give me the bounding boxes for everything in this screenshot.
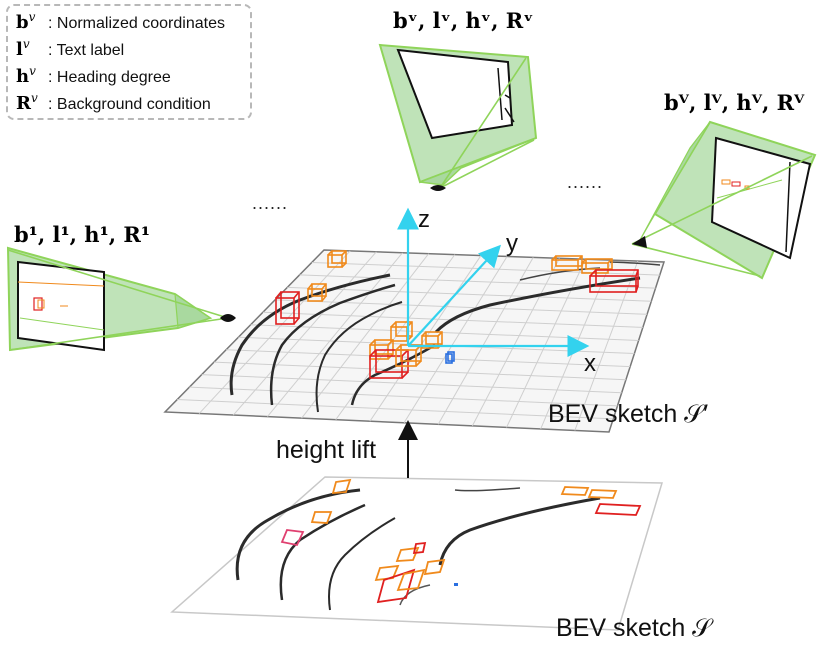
legend-item-heading: hv : Heading degree	[16, 64, 171, 87]
left-view-label: b¹, l¹, h¹, R¹	[14, 222, 151, 247]
road-edge	[399, 584, 431, 606]
bev-boxes-3d	[275, 250, 639, 379]
grid-line	[471, 258, 560, 427]
box-orange	[331, 478, 352, 494]
road-edge	[438, 496, 601, 566]
camera-view-left	[6, 246, 236, 352]
road-edge	[315, 301, 403, 413]
road-edge	[434, 276, 641, 334]
road-edge	[229, 273, 391, 396]
box-3d-orange	[551, 255, 583, 271]
top-view-label: bᵛ, lᵛ, hᵛ, Rᵛ	[393, 8, 534, 33]
grid-line	[226, 349, 631, 368]
legend-item-background: Rv : Background condition	[16, 91, 211, 114]
grid-line	[267, 252, 403, 417]
box-red	[280, 529, 305, 547]
box-orange	[374, 564, 400, 582]
height-lift-label: height lift	[276, 436, 377, 464]
road-edge	[454, 487, 521, 492]
box-3d-blue	[445, 351, 455, 364]
legend: bv : Normalized coordinates lv : Text la…	[6, 4, 252, 120]
bev-sketch-upper-label: BEV sketch 𝒮′	[548, 400, 709, 428]
grid-line	[232, 251, 377, 416]
legend-symbol: lv	[16, 37, 30, 60]
grid-line	[506, 259, 586, 428]
camera-eye-icon	[430, 185, 446, 191]
box-3d-orange	[581, 258, 613, 274]
bev-sketch-lower-label: BEV sketch 𝒮	[556, 614, 712, 642]
legend-symbol: hv	[16, 64, 36, 87]
y-axis-label: y	[506, 230, 518, 257]
ellipsis-left: ......	[252, 193, 289, 213]
box-3d-red	[589, 269, 639, 293]
box-orange	[396, 568, 426, 592]
legend-text: : Normalized coordinates	[48, 15, 225, 32]
legend-text: : Heading degree	[48, 69, 171, 86]
camera-eye-icon	[632, 236, 647, 248]
camera-view-right	[631, 120, 817, 280]
grid-line	[189, 386, 618, 407]
ellipsis-right: ......	[567, 172, 604, 192]
legend-item-text-label: lv : Text label	[16, 37, 125, 60]
bev-sketch-lower	[170, 476, 664, 631]
box-blue	[454, 583, 458, 586]
grid-line	[177, 399, 614, 420]
box-3d-orange	[307, 283, 327, 302]
camera-eye-icon	[220, 314, 236, 322]
camera-view-top	[378, 43, 538, 191]
box-3d-orange	[421, 331, 443, 349]
box-red	[594, 503, 642, 516]
x-axis-label: x	[584, 350, 596, 377]
box-orange	[560, 486, 590, 496]
box-red	[412, 541, 427, 555]
y-axis	[407, 244, 501, 347]
box-3d-orange	[327, 250, 347, 268]
grid-line	[213, 361, 626, 381]
grid-line	[275, 299, 648, 315]
road-edge	[269, 283, 396, 406]
bev-sketch-upper	[163, 249, 666, 433]
legend-text: : Background condition	[48, 96, 211, 113]
road-edge	[328, 517, 396, 611]
box-orange	[423, 558, 446, 576]
road-edge	[235, 488, 361, 581]
grid-line	[574, 260, 639, 431]
z-axis-label: z	[418, 206, 430, 233]
road-edge	[609, 261, 661, 266]
legend-item-coordinates: bv : Normalized coordinates	[16, 10, 225, 33]
grid-line	[287, 286, 652, 302]
legend-text: : Text label	[48, 42, 125, 59]
coordinate-axes	[397, 207, 590, 357]
right-view-label: bⱽ, lⱽ, hⱽ, Rⱽ	[664, 90, 805, 115]
box-3d-orange	[369, 339, 394, 360]
box-3d-red	[275, 291, 300, 325]
grid-line	[403, 256, 508, 424]
legend-symbol: bv	[16, 10, 36, 33]
box-orange	[395, 546, 420, 562]
box-orange	[587, 489, 618, 499]
grid-line	[198, 250, 351, 414]
grid-line	[437, 257, 534, 425]
legend-symbol: Rv	[16, 91, 38, 114]
box-orange	[310, 511, 333, 524]
